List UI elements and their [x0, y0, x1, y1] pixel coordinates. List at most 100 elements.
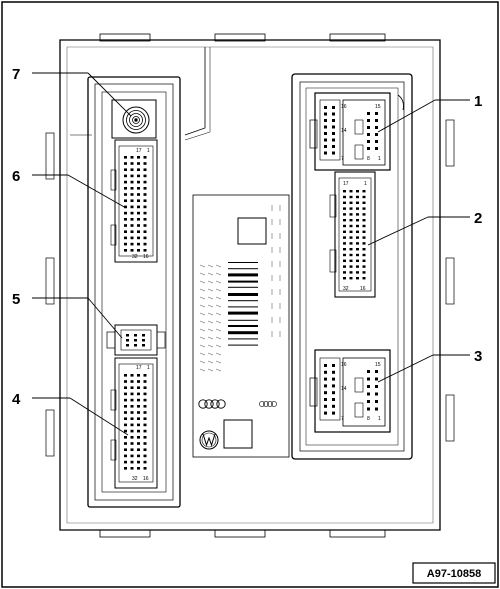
pin [124, 218, 127, 221]
print-mark [215, 288, 222, 292]
pin [356, 219, 359, 222]
pin [137, 205, 140, 209]
pin [134, 339, 137, 342]
barcode-bar [228, 273, 258, 277]
pin [349, 277, 353, 280]
pin [137, 386, 140, 389]
pin [137, 392, 140, 396]
pin [362, 207, 366, 210]
pin [367, 407, 370, 411]
pin [130, 199, 134, 202]
pin [332, 125, 335, 129]
pin [332, 384, 335, 388]
pin [324, 411, 327, 415]
pin [362, 201, 366, 204]
pin [332, 112, 335, 116]
pin [130, 467, 134, 470]
pin [343, 190, 346, 193]
pin [343, 248, 346, 251]
pin [130, 174, 134, 178]
pin [343, 213, 346, 216]
pin [332, 398, 335, 401]
pin [324, 112, 327, 116]
pin [332, 138, 335, 142]
pin [375, 385, 378, 388]
pin [143, 460, 147, 464]
pin [137, 405, 140, 408]
pin [356, 277, 359, 280]
pin [134, 344, 137, 347]
pin [343, 230, 346, 233]
pin [143, 249, 147, 252]
pin [124, 174, 127, 178]
pin [124, 411, 127, 414]
pin [362, 219, 366, 222]
lower-16-pin-connector [309, 349, 391, 433]
pin [375, 407, 378, 411]
pin [349, 190, 353, 193]
pin [349, 236, 353, 239]
pin [349, 230, 353, 233]
pin [367, 126, 370, 129]
pin [143, 392, 147, 396]
print-mark [199, 360, 206, 364]
pin [343, 219, 346, 222]
pin [356, 271, 359, 274]
vw-logo [199, 430, 219, 450]
coax-socket [111, 99, 157, 139]
pin [343, 259, 346, 262]
pin [130, 242, 134, 246]
print-mark [215, 328, 222, 332]
pin [142, 339, 145, 342]
conn2-pin-17: 17 [343, 181, 349, 187]
pin [362, 230, 366, 233]
pin [356, 224, 359, 228]
pin [362, 195, 366, 199]
pin [124, 224, 127, 227]
pin [143, 199, 147, 202]
pin [124, 442, 127, 445]
pin [130, 386, 134, 389]
pin [349, 248, 353, 251]
pin [362, 236, 366, 239]
audi-rings-logo [198, 399, 226, 409]
print-mark [207, 328, 214, 332]
pin [375, 119, 378, 122]
pin [137, 374, 140, 377]
callout-1: 1 [474, 93, 482, 110]
pin [126, 339, 129, 342]
print-mark [199, 296, 206, 300]
pin [124, 454, 127, 458]
pin [137, 398, 140, 402]
leader-lines [32, 72, 470, 436]
pin [124, 417, 127, 420]
conn3-pin-8: 8 [367, 416, 370, 422]
pin [143, 423, 147, 427]
print-mark [215, 264, 222, 268]
pin [130, 398, 134, 402]
pin [343, 277, 346, 280]
pin [137, 199, 140, 202]
pin [143, 442, 147, 445]
pin [324, 364, 327, 367]
print-mark [199, 312, 206, 316]
print-mark [207, 304, 214, 308]
pin [137, 429, 140, 433]
barcode-bar [228, 338, 258, 340]
print-mark [199, 328, 206, 332]
pin [124, 429, 127, 433]
pin [356, 236, 359, 239]
figure-ref-box [412, 562, 496, 584]
barcode-bar [228, 268, 258, 270]
pin [349, 195, 353, 199]
pin [130, 423, 134, 427]
pin [349, 207, 353, 210]
pin [362, 277, 366, 280]
pin [324, 404, 327, 408]
audi-rings-logo-small [259, 401, 277, 407]
pin [130, 411, 134, 414]
pin [356, 213, 359, 216]
pin [137, 436, 140, 439]
pin [343, 201, 346, 204]
